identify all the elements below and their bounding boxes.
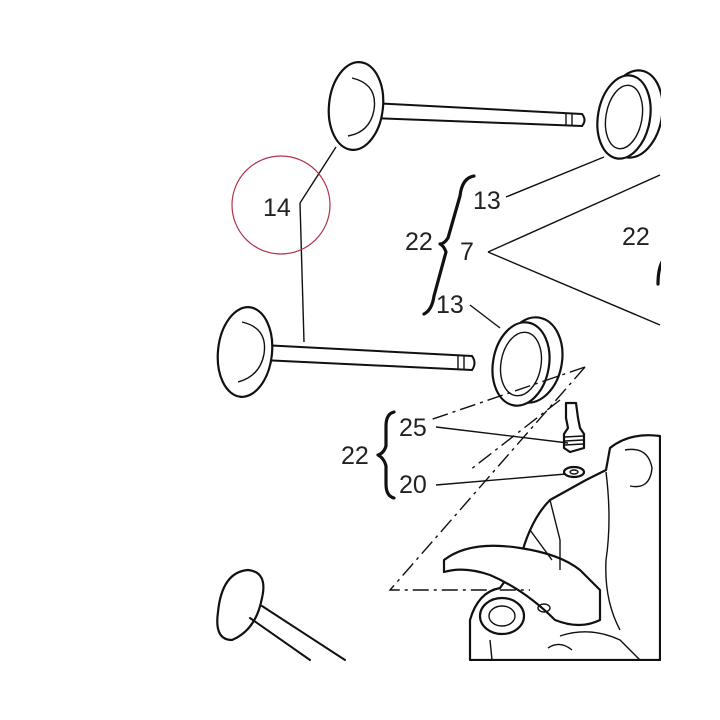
label-group-22-lower: 22 (341, 442, 369, 470)
label-part-25: 25 (399, 414, 427, 442)
upper-valve (327, 61, 586, 151)
leader-lines (299, 146, 661, 486)
bottom-crop-mask (0, 661, 720, 720)
label-part-13-top: 13 (473, 187, 501, 215)
highlight-circle (231, 155, 331, 255)
label-group-22-right: 22 (622, 223, 650, 251)
gasket-outline (388, 366, 586, 591)
label-part-13-bottom: 13 (436, 291, 464, 319)
fitting-bolt (562, 401, 586, 479)
lower-left-valve (216, 568, 346, 661)
label-part-7: 7 (460, 238, 474, 266)
valve-seal-top (596, 69, 664, 160)
lower-valve (216, 306, 476, 398)
cylinder-head-casting (442, 434, 662, 662)
label-group-22-left: 22 (405, 228, 433, 256)
right-crop-mask (661, 0, 720, 720)
valve-seal-middle (491, 316, 564, 407)
label-part-20: 20 (399, 471, 427, 499)
label-part-14: 14 (263, 194, 291, 222)
